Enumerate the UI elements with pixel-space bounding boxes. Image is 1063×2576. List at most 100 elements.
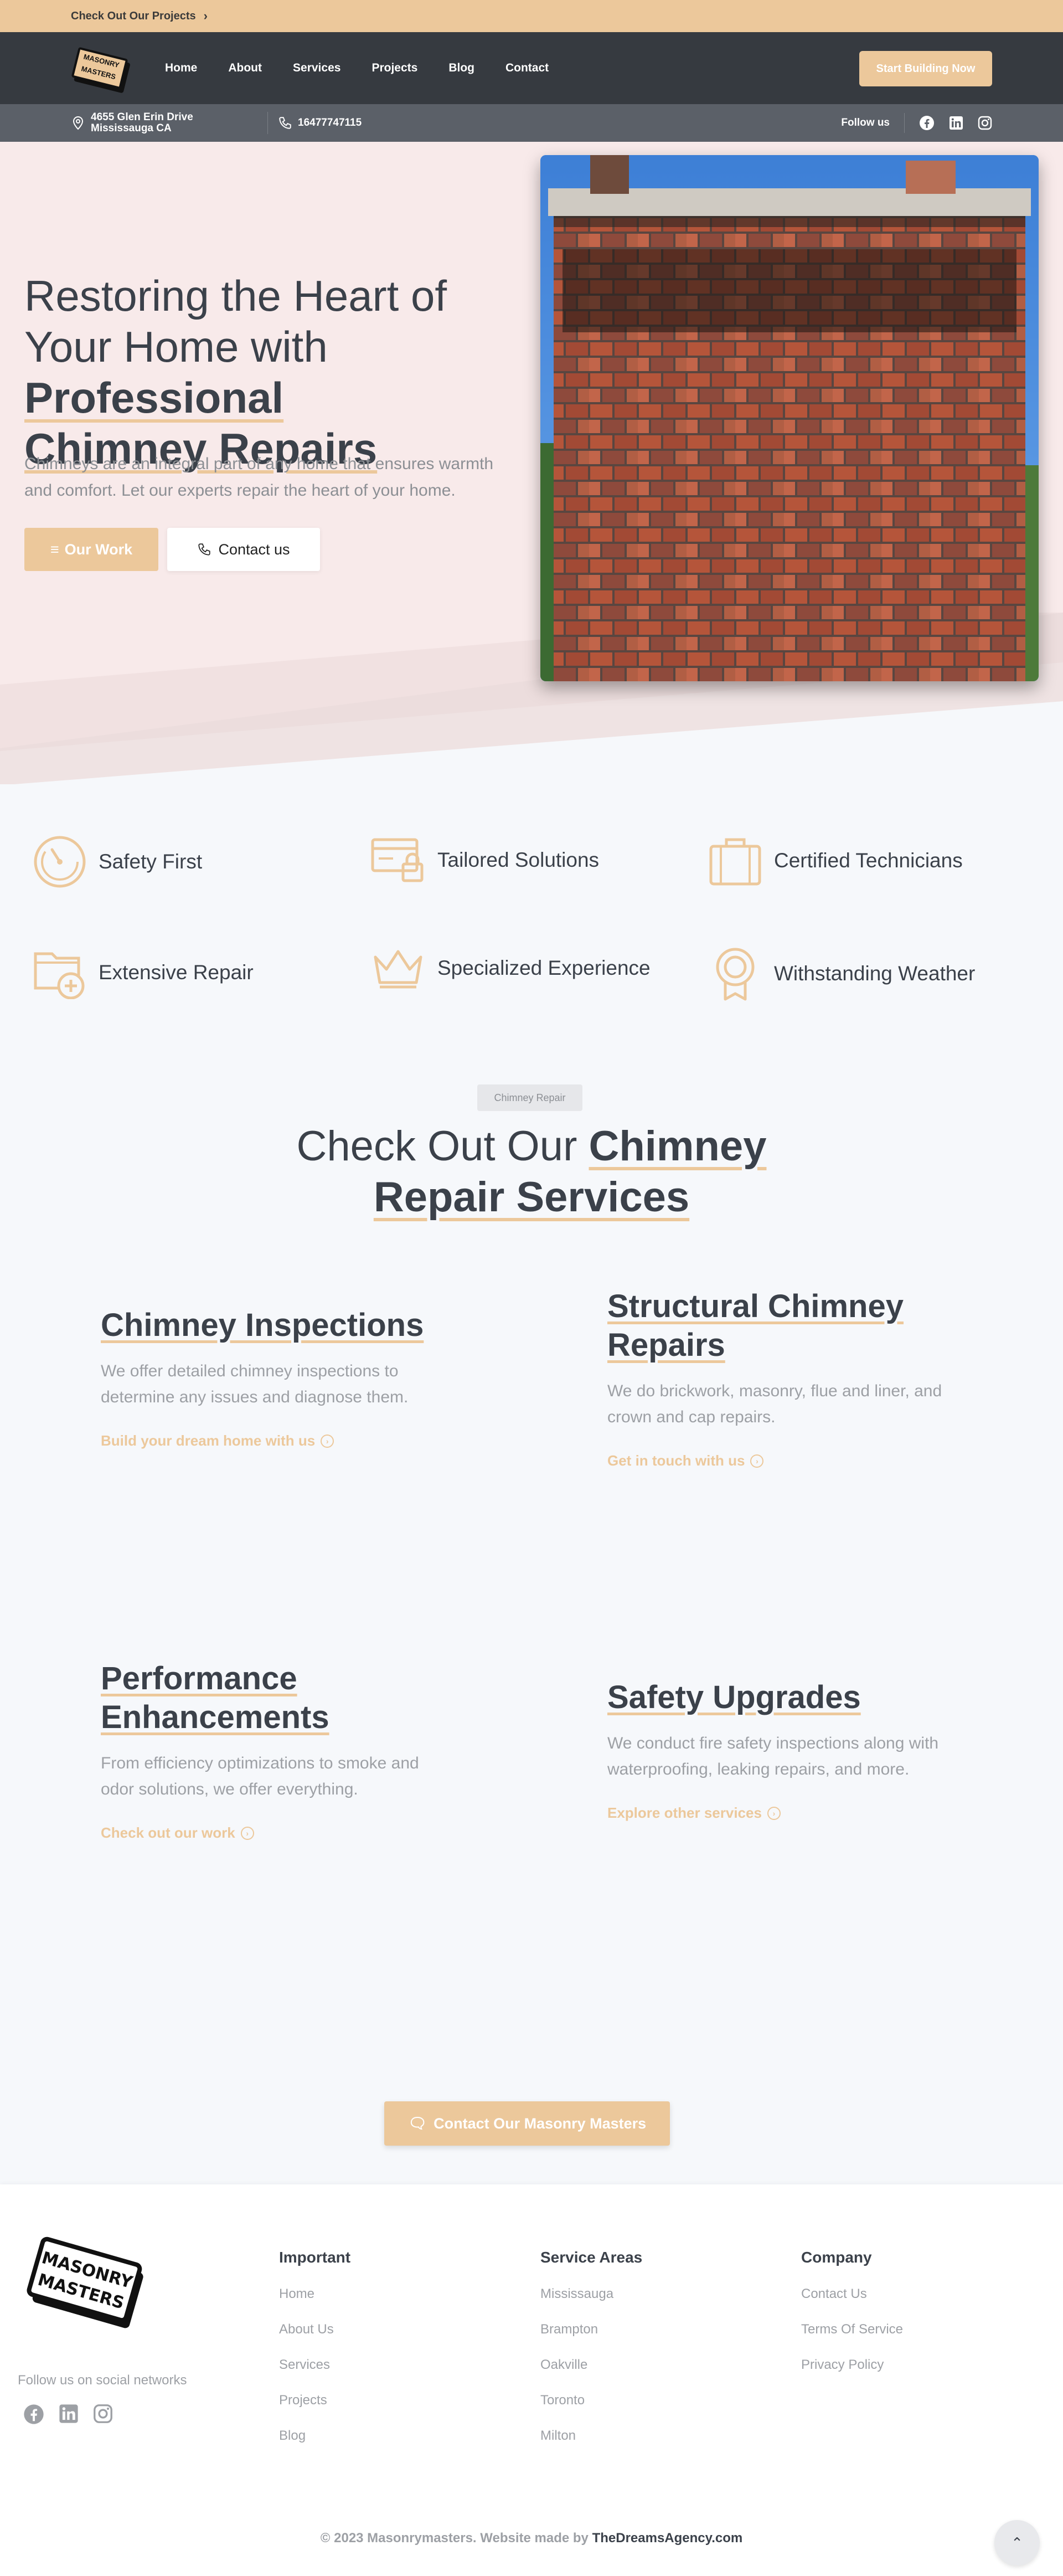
footer-link[interactable]: Toronto (540, 2393, 585, 2408)
footer-column-service-areas: Service Areas Mississauga Brampton Oakvi… (540, 2249, 642, 2464)
service-description: We offer detailed chimney inspections to… (101, 1362, 409, 1406)
facebook-icon[interactable] (919, 115, 935, 131)
service-description: We do brickwork, masonry, flue and liner… (607, 1382, 942, 1426)
arrow-circle-icon: › (750, 1454, 764, 1468)
service-card: Safety Upgrades We conduct fire safety i… (607, 1678, 962, 1822)
service-link[interactable]: Explore other services› (607, 1804, 962, 1822)
nav-menu: Home About Services Projects Blog Contac… (165, 61, 549, 75)
feature-label: Specialized Experience (437, 957, 651, 979)
map-pin-icon (73, 116, 84, 130)
badge-icon (716, 948, 755, 1001)
projects-link[interactable]: Check Out Our Projects (71, 9, 196, 22)
contact-us-button[interactable]: Contact us (167, 528, 320, 571)
linkedin-icon[interactable] (949, 116, 963, 130)
service-link[interactable]: Get in touch with us› (607, 1452, 962, 1469)
follow-label: Follow us (841, 117, 890, 128)
footer-link[interactable]: Blog (279, 2428, 306, 2443)
service-card: Structural Chimney Repairs We do brickwo… (607, 1287, 962, 1469)
footer-link[interactable]: Contact Us (801, 2286, 867, 2301)
chat-icon: 🗨 (407, 2115, 427, 2132)
briefcase-icon (709, 838, 761, 886)
footer-column-title: Important (279, 2249, 351, 2266)
arrow-circle-icon: › (321, 1434, 334, 1448)
footer-link[interactable]: Privacy Policy (801, 2357, 884, 2372)
footer-link[interactable]: Terms Of Service (801, 2322, 904, 2337)
facebook-icon[interactable] (23, 2404, 44, 2425)
feature-item: Safety First (33, 835, 202, 888)
feature-item: Tailored Solutions (371, 835, 599, 885)
scroll-to-top-button[interactable]: ⌃ (994, 2520, 1040, 2565)
service-title: Safety Upgrades (607, 1679, 861, 1715)
feature-label: Certified Technicians (774, 849, 963, 872)
footer-column-title: Service Areas (540, 2249, 643, 2266)
crown-icon (374, 950, 422, 989)
nav-item-blog[interactable]: Blog (448, 61, 474, 74)
instagram-icon[interactable] (93, 2404, 113, 2424)
footer-link[interactable]: Brampton (540, 2322, 598, 2337)
nav-item-home[interactable]: Home (165, 61, 198, 74)
footer-link[interactable]: Home (279, 2286, 315, 2301)
nav-item-about[interactable]: About (228, 61, 262, 74)
phone-number[interactable]: 16477747115 (298, 117, 362, 128)
service-title: Performance Enhancements (101, 1660, 329, 1735)
footer-link[interactable]: Milton (540, 2428, 576, 2443)
instagram-icon[interactable] (978, 116, 992, 130)
footer-link[interactable]: About Us (279, 2322, 334, 2337)
service-card: Performance Enhancements From efficiency… (101, 1659, 455, 1842)
arrow-circle-icon: › (767, 1806, 781, 1820)
footer-column-title: Company (801, 2249, 872, 2266)
phone-icon (279, 117, 291, 129)
start-building-button[interactable]: Start Building Now (859, 51, 992, 86)
footer-socials (23, 2404, 113, 2425)
chimney-photo (540, 155, 1039, 681)
service-link[interactable]: Build your dream home with us› (101, 1432, 455, 1449)
card-lock-icon (371, 838, 424, 882)
follow-us: Follow us (841, 104, 992, 142)
footer-link[interactable]: Oakville (540, 2357, 588, 2372)
our-work-button[interactable]: ≡Our Work (24, 528, 158, 571)
phone[interactable]: 16477747115 (278, 116, 362, 130)
footer-link[interactable]: Mississauga (540, 2286, 614, 2301)
feature-item: Certified Technicians (709, 835, 963, 886)
section-tag: Chimney Repair (477, 1084, 582, 1111)
feature-item: Withstanding Weather (709, 946, 975, 1001)
agency-link[interactable]: TheDreamsAgency.com (592, 2531, 743, 2546)
arrow-circle-icon: › (240, 1826, 254, 1840)
address-line2: Mississauga CA (91, 122, 172, 134)
contact-masters-button[interactable]: 🗨Contact Our Masonry Masters (384, 2101, 670, 2146)
features-section: Safety First Tailored Solutions Certifie… (0, 784, 1063, 1050)
nav-item-projects[interactable]: Projects (371, 61, 418, 74)
feature-item: Specialized Experience (371, 946, 651, 990)
service-card: Chimney Inspections We offer detailed ch… (101, 1306, 455, 1449)
gauge-icon (34, 836, 86, 888)
feature-label: Extensive Repair (99, 961, 254, 984)
service-title: Chimney Inspections (101, 1307, 424, 1343)
service-description: From efficiency optimizations to smoke a… (101, 1754, 419, 1798)
social-label: Follow us on social networks (18, 2373, 187, 2388)
chevron-up-icon: ⌃ (1011, 2534, 1023, 2551)
footer-column-important: Important Home About Us Services Project… (279, 2249, 350, 2464)
menu-icon: ≡ (50, 541, 59, 558)
linkedin-icon[interactable] (59, 2404, 79, 2424)
service-link[interactable]: Check out our work› (101, 1824, 455, 1842)
hero-section: Restoring the Heart of Your Home with Pr… (0, 142, 1063, 784)
nav-item-services[interactable]: Services (293, 61, 341, 74)
hero-title: Restoring the Heart of Your Home with Pr… (24, 271, 447, 473)
service-title: Structural Chimney Repairs (607, 1288, 904, 1363)
footer-logo[interactable]: MASONRY MASTERS (19, 2233, 157, 2333)
footer-link[interactable]: Projects (279, 2393, 327, 2408)
feature-label: Safety First (99, 850, 203, 873)
footer-link[interactable]: Services (279, 2357, 331, 2372)
hero-description: Chimneys are an integral part of any hom… (24, 455, 494, 500)
chevron-right-icon[interactable]: › (203, 9, 208, 23)
address-line1: 4655 Glen Erin Drive (91, 111, 193, 123)
announcement-bar: Check Out Our Projects › (0, 0, 1063, 32)
nav-item-contact[interactable]: Contact (505, 61, 549, 74)
feature-item: Extensive Repair (33, 946, 254, 999)
